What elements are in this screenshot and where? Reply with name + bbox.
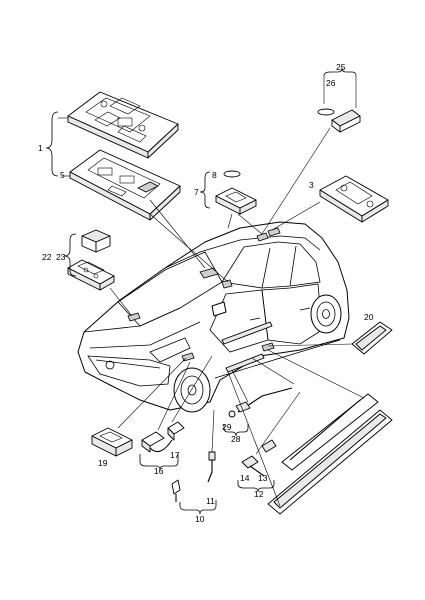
callout-12: 12 <box>254 489 264 499</box>
callout-numbers: 1 5 3 7 8 25 26 22 23 20 19 16 17 10 11 … <box>38 62 374 524</box>
roof-light-position <box>199 267 219 279</box>
callout-20: 20 <box>364 312 374 322</box>
front-wheel <box>173 367 211 413</box>
roof-console-lower <box>69 149 181 221</box>
module-19 <box>91 427 133 457</box>
side-windows <box>221 241 321 289</box>
callout-14: 14 <box>240 473 250 483</box>
callout-23: 23 <box>56 252 66 262</box>
reading-light <box>317 108 361 133</box>
rear-wheel <box>310 294 342 334</box>
connector-16-17 <box>141 421 185 453</box>
callout-28: 28 <box>231 434 241 444</box>
bulb-26 <box>317 108 335 116</box>
dome-light-rear <box>319 175 389 223</box>
car-body <box>77 221 350 413</box>
callout-10: 10 <box>195 514 205 524</box>
bulb-8 <box>223 170 241 178</box>
sill-strips-12 <box>241 393 393 515</box>
wiring-lead-28-29 <box>228 387 293 418</box>
callout-26: 26 <box>326 78 336 88</box>
callout-17: 17 <box>170 450 180 460</box>
side-mirror <box>211 301 227 317</box>
callout-13: 13 <box>258 473 268 483</box>
control-unit-22 <box>81 229 111 253</box>
bracket-1 <box>45 111 59 177</box>
callout-7: 7 <box>194 187 199 197</box>
callout-3: 3 <box>309 180 314 190</box>
lamp-7 <box>215 170 257 215</box>
callout-8: 8 <box>212 170 217 180</box>
callout-22: 22 <box>42 252 52 262</box>
callout-1: 1 <box>38 143 43 153</box>
callout-25: 25 <box>336 62 346 72</box>
callout-5: 5 <box>60 170 65 180</box>
callout-29: 29 <box>222 422 232 432</box>
brand-emblem <box>105 360 115 370</box>
callout-16: 16 <box>154 466 164 476</box>
lamp-housing-23 <box>67 259 115 291</box>
callout-11: 11 <box>206 496 215 506</box>
callout-19: 19 <box>98 458 108 468</box>
sill-trim-20 <box>351 321 393 355</box>
roof-console-upper <box>67 91 179 159</box>
front-grille <box>87 355 171 387</box>
leader-lines <box>109 127 365 507</box>
callout-brackets <box>45 67 357 515</box>
